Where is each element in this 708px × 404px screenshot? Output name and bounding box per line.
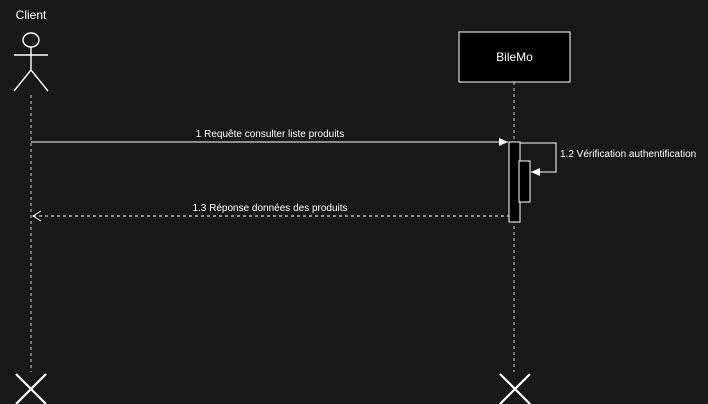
- participant-bilemo-label: BileMo: [496, 50, 533, 64]
- bilemo-activation-bar: [508, 141, 521, 223]
- participant-bilemo-box: [458, 31, 571, 83]
- message-1-label: 1 Requête consulter liste produits: [196, 129, 344, 140]
- client-destroy-icon: [15, 373, 47, 404]
- actor-client-label: Client: [16, 8, 47, 22]
- bilemo-destroy-icon: [499, 373, 531, 404]
- message-2-self-arrow: [520, 142, 557, 176]
- actor-client-figure: [13, 32, 49, 92]
- message-3-label: 1.3 Réponse données des produits: [192, 203, 347, 214]
- bilemo-nested-activation-bar: [518, 160, 531, 203]
- message-2-label: 1.2 Vérification authentification: [560, 149, 696, 160]
